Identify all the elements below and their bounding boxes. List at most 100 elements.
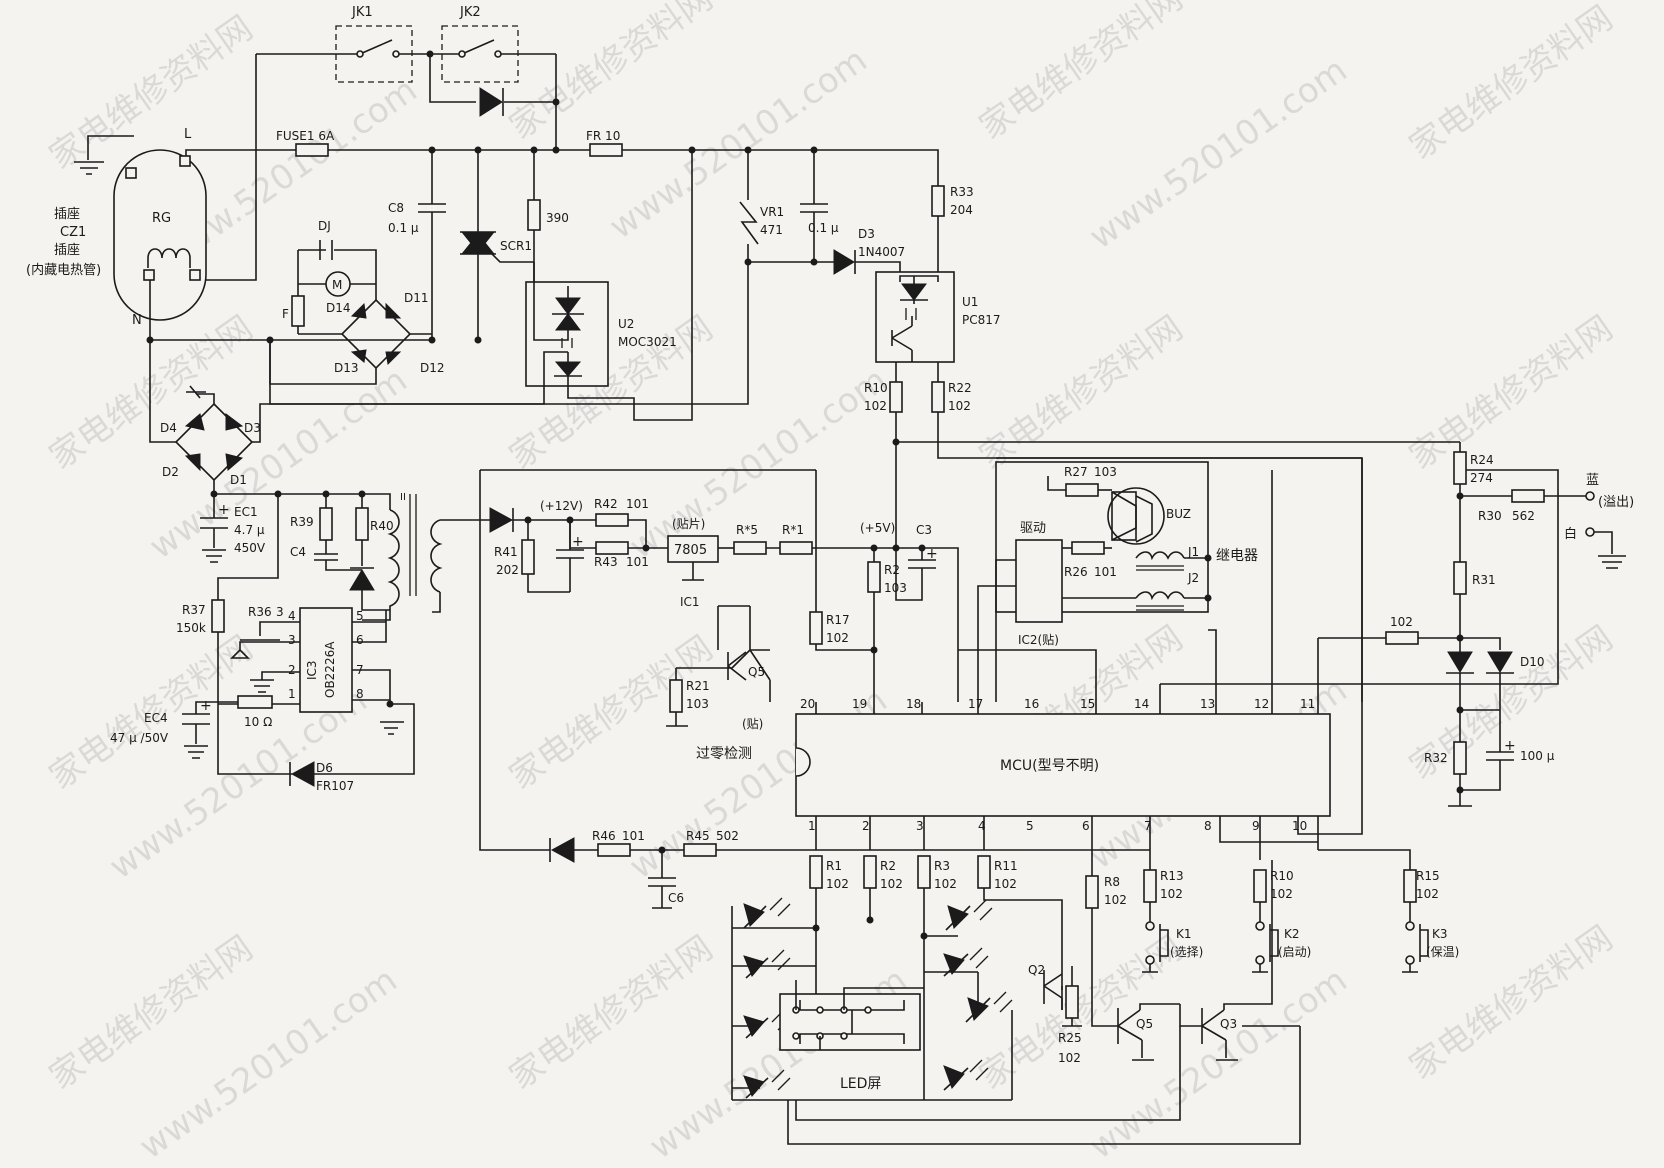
blue-label: 蓝 — [1586, 473, 1599, 488]
label-N: N — [132, 313, 142, 328]
k1-label: K1 — [1176, 927, 1192, 941]
pin-10: 10 — [1292, 819, 1307, 833]
r25-label: R25 — [1058, 1031, 1082, 1045]
relay-coil-j2 — [1135, 591, 1185, 601]
r40-label: R40 — [370, 519, 394, 533]
svg-text:II: II — [400, 492, 406, 503]
q3-label: Q3 — [1220, 1017, 1237, 1031]
q5-led-driver — [1117, 1003, 1180, 1061]
ic3-p4: 4 — [288, 609, 296, 623]
terminal-white — [1585, 527, 1595, 537]
led-left-3 — [743, 1015, 769, 1039]
tie-label: (贴) — [742, 717, 763, 731]
r33 — [931, 185, 945, 217]
pin-9: 9 — [1252, 819, 1260, 833]
r45-label: R45 — [686, 829, 710, 843]
ec1-label: EC1 — [234, 505, 258, 519]
watermark-cn: 家电维修资料网 — [502, 0, 720, 147]
led-right-1 — [945, 905, 971, 931]
driver-section: R27 103 驱动 IC2(贴) R26 101 BUZ J1 J2 继电器 — [958, 457, 1559, 702]
pin-2: 2 — [862, 819, 870, 833]
r1-label: R1 — [826, 859, 842, 873]
r46 — [597, 843, 631, 857]
d10-label: D10 — [1520, 655, 1545, 669]
svg-text:+: + — [218, 502, 230, 518]
d2-label: D2 — [162, 465, 179, 479]
fuse-fr — [589, 143, 623, 157]
r37 — [211, 599, 225, 633]
r102-label: 102 — [1390, 615, 1413, 629]
r390-label: 390 — [546, 211, 569, 225]
ic3-p6: 6 — [356, 633, 364, 647]
u1-part: PC817 — [962, 313, 1001, 327]
v5-label: (+5V) — [860, 521, 895, 535]
d13-label: D13 — [334, 361, 359, 375]
led-screen — [779, 993, 921, 1051]
r13 — [1143, 869, 1157, 903]
ic7805-label: 7805 — [674, 543, 707, 558]
jk1-label: JK1 — [351, 5, 373, 20]
fuse1 — [295, 143, 329, 157]
r3-value: 102 — [934, 877, 957, 891]
u1-label: U1 — [962, 295, 978, 309]
c6-label: C6 — [668, 891, 684, 905]
transformer-primary — [362, 509, 400, 621]
r2b-label: R2 — [880, 859, 896, 873]
d14-label: D14 — [326, 301, 351, 315]
r31 — [1453, 561, 1467, 595]
r-star-5 — [733, 541, 767, 555]
r-102-side — [1385, 631, 1419, 645]
k3-text: (保温) — [1426, 945, 1459, 959]
q5a-label: Q5 — [748, 665, 765, 679]
resistor-10ohm — [237, 695, 273, 709]
r1 — [809, 855, 823, 889]
r33-label: R33 — [950, 185, 974, 199]
d3-part: 1N4007 — [858, 245, 905, 259]
r21 — [669, 679, 683, 713]
svg-text:+: + — [572, 534, 584, 550]
watermark-cn: 家电维修资料网 — [1402, 0, 1620, 167]
pin-11: 11 — [1300, 697, 1315, 711]
r43-value: 101 — [626, 555, 649, 569]
watermark-cn: 家电维修资料网 — [502, 628, 720, 797]
r8-label: R8 — [1104, 875, 1120, 889]
j1-label: J1 — [1187, 545, 1199, 559]
svg-text:+: + — [200, 698, 212, 714]
r46-value: 101 — [622, 829, 645, 843]
r15-label: R15 — [1416, 869, 1440, 883]
r24-value: 274 — [1470, 471, 1493, 485]
r26-label: R26 — [1064, 565, 1088, 579]
r3 — [917, 855, 931, 889]
r15-value: 102 — [1416, 887, 1439, 901]
ic3 — [299, 607, 353, 713]
r32 — [1453, 741, 1467, 775]
heater-coil — [147, 248, 191, 268]
r13-label: R13 — [1160, 869, 1184, 883]
v12-label: (+12V) — [540, 499, 583, 513]
zero-cross-label: 过零检测 — [696, 746, 752, 762]
r36-value: 3 — [276, 605, 284, 619]
r26 — [1071, 541, 1105, 555]
pin-1: 1 — [808, 819, 816, 833]
r37-label: R37 — [182, 603, 206, 617]
r24 — [1453, 451, 1467, 485]
watermark-cn: 家电维修资料网 — [502, 928, 720, 1097]
r21-value: 103 — [686, 697, 709, 711]
pin-16: 16 — [1024, 697, 1039, 711]
socket-rg — [113, 149, 207, 321]
ic2-label: IC2(贴) — [1018, 633, 1059, 647]
white-label: 白 — [1564, 526, 1577, 542]
watermark-layer: 家电维修资料网 www.520101.com 家电维修资料网 www.52010… — [42, 0, 1620, 1167]
r10ohm-label: 10 Ω — [244, 715, 272, 729]
driver-frame — [995, 461, 1209, 613]
q5b-label: Q5 — [1136, 1017, 1153, 1031]
led-right-2 — [943, 953, 969, 977]
buz-label: BUZ — [1166, 507, 1191, 521]
svg-text:+: + — [926, 546, 938, 562]
svg-text:M: M — [332, 278, 342, 292]
ic1-7805 — [667, 535, 719, 563]
svg-text:+: + — [1504, 738, 1516, 754]
display-keys-section: R46 101 R45 502 C6 R1 102 R2 102 R3 102 … — [549, 829, 1459, 1145]
ic3-p2: 2 — [288, 663, 296, 677]
d6-part: FR107 — [316, 779, 354, 793]
